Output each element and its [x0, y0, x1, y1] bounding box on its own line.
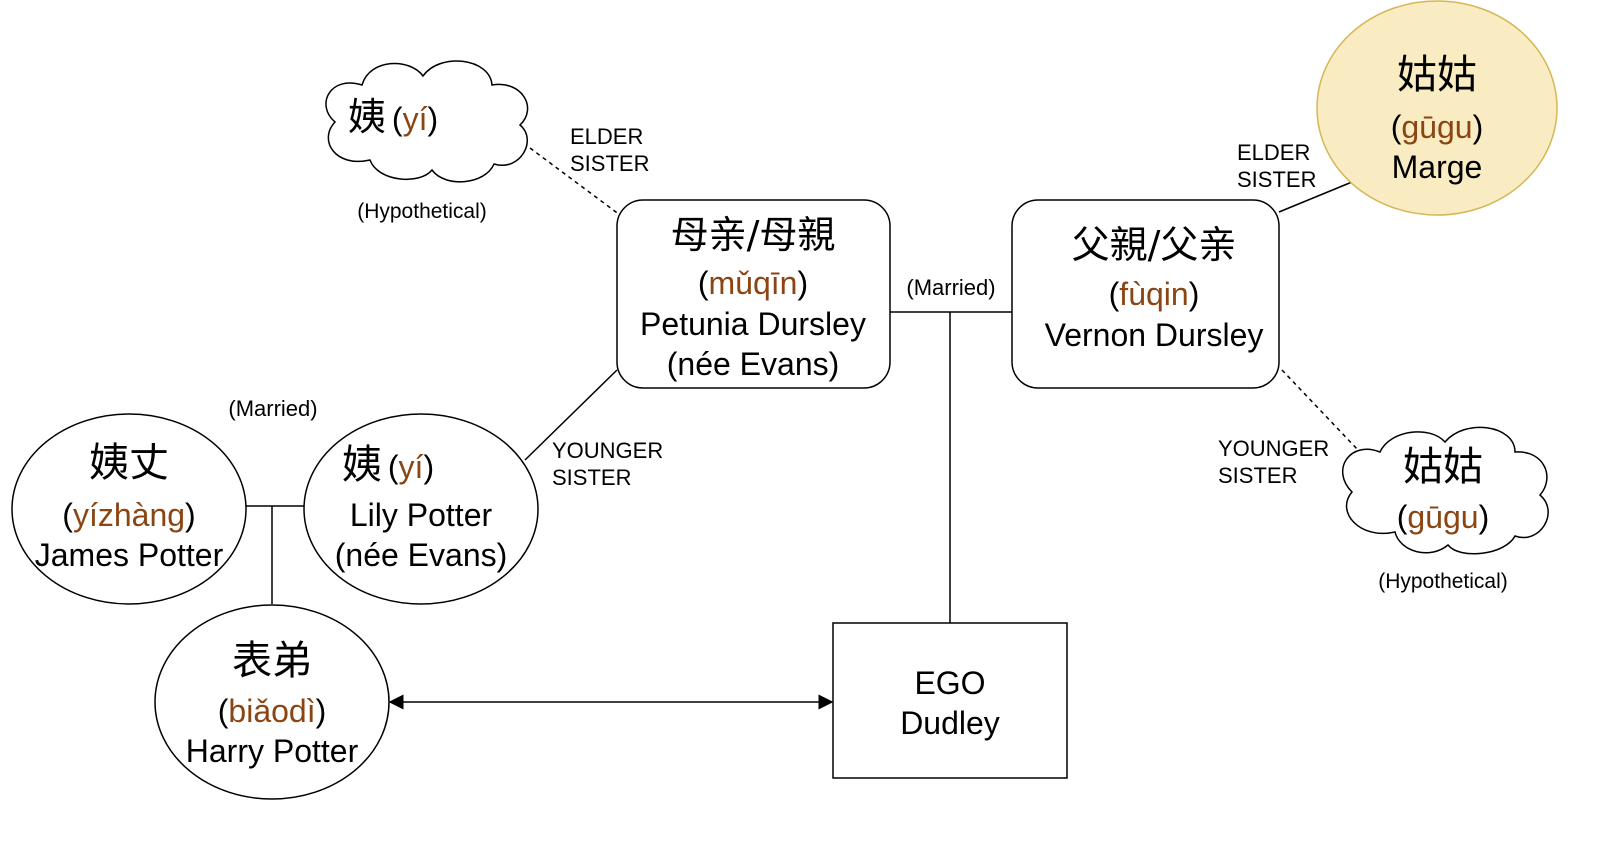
pinyin-open: (: [392, 101, 403, 137]
mother-pinyin: mǔqīn: [709, 265, 798, 301]
cousin-name: Harry Potter: [186, 733, 359, 769]
label-elder-sister-mother: ELDER SISTER: [570, 124, 649, 176]
line-mother-to-lily: [524, 369, 618, 461]
svg-text:(gūgu): (gūgu): [1397, 499, 1490, 535]
label-married-potters: (Married): [228, 396, 317, 421]
pinyin-label: yí: [403, 101, 428, 137]
svg-text:(gūgu): (gūgu): [1391, 109, 1484, 145]
label-elder-sister-father: ELDER SISTER: [1237, 140, 1316, 192]
pinyin-close: ): [427, 101, 438, 137]
ego-label: EGO: [914, 665, 985, 701]
lily-maiden-name: (née Evans): [335, 537, 508, 573]
marge-hanzi: 姑姑: [1397, 52, 1477, 98]
mother-maiden-name: (née Evans): [667, 346, 840, 382]
svg-text:(yízhàng): (yízhàng): [62, 497, 195, 533]
cousin-pinyin: biǎodì: [228, 693, 315, 729]
marge-node: 姑姑 (gūgu) Marge: [1316, 0, 1558, 216]
father-name: Vernon Dursley: [1045, 317, 1264, 353]
uncle-node: 姨丈 (yízhàng) James Potter: [11, 413, 247, 605]
gugu-hypo-pinyin: gūgu: [1407, 499, 1478, 535]
mother-hanzi: 母亲/母親: [671, 213, 836, 257]
svg-text:(fùqin): (fùqin): [1109, 276, 1200, 312]
marge-name: Marge: [1392, 149, 1483, 185]
ego-name: Dudley: [900, 705, 1000, 741]
line-father-to-gugu-hypo: [1281, 369, 1359, 451]
ego-node: EGO Dudley: [832, 622, 1068, 779]
father-pinyin: fùqin: [1119, 276, 1188, 312]
mother-node: 母亲/母親 (mǔqīn) Petunia Dursley (née Evans…: [616, 199, 891, 389]
cloud-shape: [325, 60, 529, 183]
gugu-hypothetical-node: 姑姑 (gūgu) (Hypothetical): [1341, 426, 1549, 593]
marge-ellipse: [1316, 0, 1558, 216]
uncle-pinyin: yízhàng: [73, 497, 185, 533]
svg-text:(biǎodì): (biǎodì): [218, 693, 327, 729]
label-married-parents: (Married): [906, 275, 995, 300]
hypothetical-note: (Hypothetical): [1378, 570, 1508, 593]
line-aunt-hypo-to-mother: [529, 147, 621, 216]
father-box: [1011, 199, 1280, 389]
cousin-ellipse: [154, 604, 390, 800]
ego-box: [832, 622, 1068, 779]
mother-name: Petunia Dursley: [640, 306, 866, 342]
lily-hanzi: 姨: [342, 442, 382, 488]
svg-text:(mǔqīn): (mǔqīn): [698, 265, 808, 301]
svg-text:姨(yí): 姨(yí): [342, 442, 434, 488]
label-younger-sister-father: YOUNGER SISTER: [1218, 436, 1335, 488]
line-father-to-marge: [1278, 181, 1353, 213]
lily-ellipse: [303, 413, 539, 605]
father-hanzi: 父親/父亲: [1072, 223, 1237, 267]
label-younger-sister-mother: YOUNGER SISTER: [552, 438, 669, 490]
lily-node: 姨(yí) Lily Potter (née Evans): [303, 413, 539, 605]
hypothetical-note: (Hypothetical): [357, 200, 487, 223]
connectors: [246, 147, 1359, 710]
uncle-ellipse: [11, 413, 247, 605]
lily-pinyin: yí: [399, 449, 424, 485]
lily-name: Lily Potter: [350, 497, 493, 533]
uncle-name: James Potter: [35, 537, 224, 573]
mother-box: [616, 199, 891, 389]
cloud-shape: [1341, 426, 1549, 555]
father-node: 父親/父亲 (fùqin) Vernon Dursley: [1011, 199, 1280, 389]
gugu-hypo-hanzi: 姑姑: [1403, 444, 1483, 490]
aunt-hypothetical-node: 姨(yí) (Hypothetical): [325, 60, 529, 223]
cousin-node: 表弟 (biǎodì) Harry Potter: [154, 604, 390, 800]
cousin-hanzi: 表弟: [232, 638, 312, 684]
svg-text:姨(yí): 姨(yí): [348, 95, 438, 139]
relation-labels: ELDER SISTER YOUNGER SISTER ELDER SISTER…: [228, 124, 1335, 490]
uncle-hanzi: 姨丈: [89, 440, 169, 486]
marge-pinyin: gūgu: [1401, 109, 1472, 145]
hanzi-label: 姨: [348, 95, 386, 139]
